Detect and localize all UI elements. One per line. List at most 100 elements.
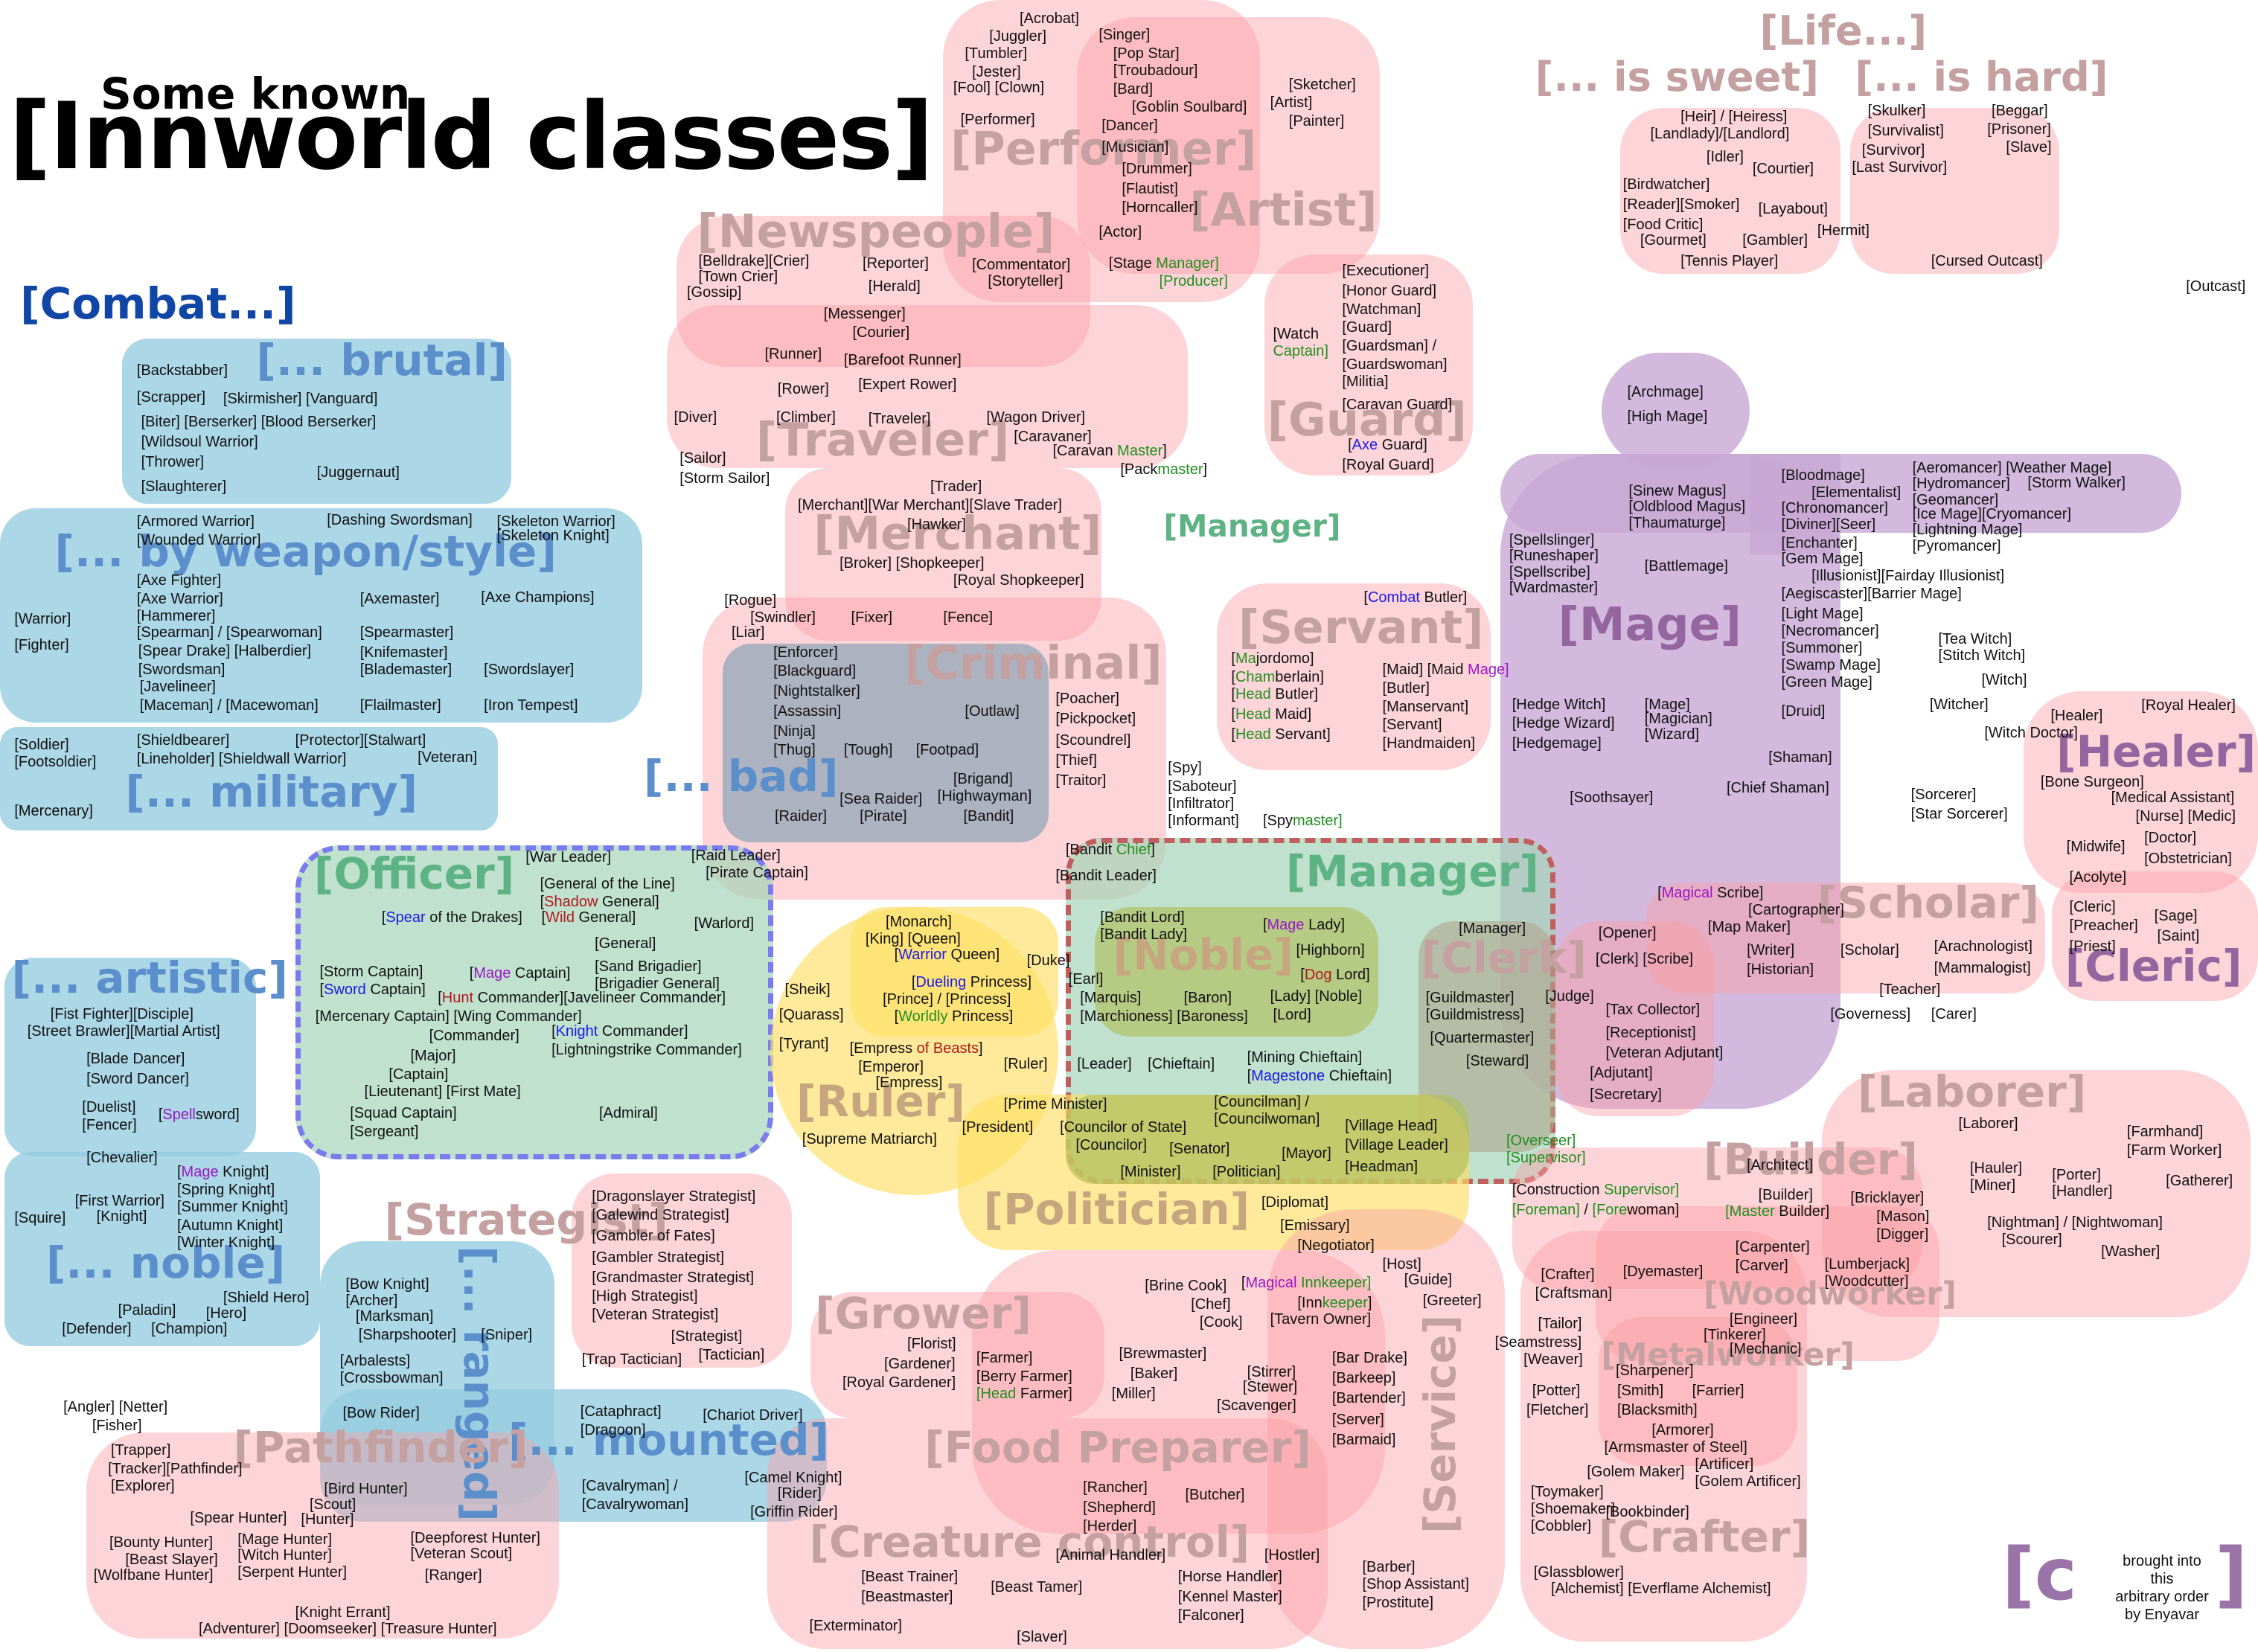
class-label: [Sailor]	[679, 449, 726, 467]
class-label: [Judge]	[1545, 988, 1594, 1005]
class-label: [Armored Warrior]	[136, 513, 255, 530]
class-label-part: [Stage	[1108, 255, 1157, 272]
class-label: [Militia]	[1342, 374, 1389, 391]
class-label: [Sniper]	[481, 1327, 533, 1344]
class-label: [Watch	[1273, 326, 1319, 343]
region-bad	[723, 643, 1049, 842]
class-label: [Woodcutter]	[1824, 1273, 1909, 1290]
class-label: [Crossbowman]	[339, 1370, 444, 1387]
class-label-part: Innkeeper]	[1296, 1275, 1372, 1292]
class-label: [Head Farmer]	[976, 1386, 1072, 1401]
class-label: [Obstetrician]	[2144, 850, 2232, 867]
class-label: [Axe Guard]	[1348, 438, 1427, 452]
region-monarch	[849, 907, 1059, 1037]
class-label: [Seamstress]	[1494, 1334, 1582, 1351]
class-label: [Artificer]	[1695, 1456, 1754, 1473]
class-label: [Chieftain]	[1148, 1056, 1215, 1073]
class-label: [Tavern Owner]	[1270, 1310, 1372, 1328]
class-label: [Hunter]	[301, 1511, 354, 1528]
class-label: [General]	[595, 935, 656, 952]
class-label: [Hedge Witch]	[1512, 696, 1606, 713]
class-label: [Carver]	[1735, 1258, 1788, 1275]
class-label: [Highwayman]	[937, 788, 1032, 805]
class-label-part: [	[469, 965, 474, 982]
category-heading: [Builder]	[1704, 1133, 1918, 1185]
class-label: [Guildmistress]	[1425, 1007, 1524, 1024]
class-label: [Witcher]	[1929, 696, 1989, 713]
class-label: [Blade Dancer]	[86, 1050, 185, 1067]
credit-line: brought into this	[2123, 1553, 2201, 1587]
class-label: [Shepherd]	[1083, 1499, 1156, 1517]
class-label: [Hostler]	[1264, 1547, 1320, 1564]
class-label: [Lightning Mage]	[1912, 522, 2023, 539]
class-label: [Dueling Princess]	[912, 975, 1032, 990]
class-label-part: Butler]	[1419, 589, 1468, 606]
class-label: [Armorer]	[1651, 1421, 1714, 1438]
class-label-part: Worldly	[898, 1008, 948, 1025]
category-heading: [Life...]	[1759, 7, 1928, 55]
class-label: [Survivalist]	[1867, 123, 1944, 140]
class-label: [Brine Cook]	[1145, 1278, 1227, 1295]
class-label: [Shoemaker]	[1530, 1501, 1616, 1518]
class-label: [General of the Line]	[540, 876, 675, 893]
class-label: [Quarass]	[778, 1007, 844, 1024]
class-label-part: Commander][Javelineer Commander]	[473, 990, 726, 1007]
class-label: [Sergeant]	[350, 1124, 419, 1141]
class-label: [Gambler Strategist]	[592, 1249, 725, 1266]
class-label: [Juggernaut]	[316, 464, 400, 481]
class-label: [Raider]	[775, 808, 828, 825]
class-label: [Spearman] / [Spearwoman]	[136, 624, 322, 641]
class-label: [Survivor]	[1861, 141, 1925, 159]
class-label: [Miller]	[1111, 1386, 1156, 1403]
class-label: [Painter]	[1288, 112, 1345, 129]
class-label: [Falconer]	[1177, 1607, 1244, 1624]
class-label: [Wildsoul Warrior]	[141, 434, 258, 451]
class-label: [Lightningstrike Commander]	[551, 1041, 742, 1058]
class-label: [Bandit Lord]	[1100, 909, 1185, 926]
class-label: [Guardsman] /	[1342, 337, 1437, 354]
class-label: [Veteran Strategist]	[592, 1306, 719, 1323]
class-label: [Maceman] / [Macewoman]	[139, 697, 319, 714]
class-label: [Bloodmage]	[1781, 467, 1865, 484]
category-heading: [Performer]	[950, 122, 1257, 176]
class-label: [Saint]	[2157, 928, 2200, 945]
category-heading: [... ranged]	[454, 1245, 505, 1522]
class-label: [Steward]	[1465, 1053, 1529, 1070]
class-label: [Dragonslayer Strategist]	[592, 1188, 756, 1206]
category-heading: [Crafter]	[1598, 1511, 1811, 1562]
class-label: [Weaver]	[1523, 1351, 1583, 1368]
class-label: [Tumbler]	[965, 45, 1028, 62]
class-label: [Pirate Captain]	[706, 864, 808, 881]
class-label-part: [	[1348, 437, 1352, 454]
class-label: [Spellslinger]	[1509, 531, 1595, 548]
class-label: [Rancher]	[1083, 1479, 1148, 1496]
class-label: [Tactician]	[698, 1347, 765, 1364]
class-label: [Trapper]	[110, 1441, 171, 1459]
class-label: [Assassin]	[773, 703, 842, 720]
class-label: [Bandit]	[963, 808, 1014, 825]
class-label: [Carer]	[1931, 1005, 1977, 1022]
class-label: [Golem Artificer]	[1695, 1473, 1801, 1491]
class-label: [Marchioness] [Baroness]	[1080, 1008, 1248, 1025]
class-label: [Exterminator]	[809, 1617, 902, 1634]
class-label-part: General]	[598, 893, 659, 910]
class-label: [Barber]	[1362, 1558, 1416, 1575]
class-label: [Spearmaster]	[359, 624, 454, 641]
class-label: [Handmaiden]	[1382, 734, 1476, 752]
class-label-part: [Overseer]	[1506, 1132, 1576, 1149]
class-label: [Spymaster]	[1263, 813, 1343, 828]
category-heading: [... by weapon/style]	[54, 526, 557, 577]
class-label: [Map Maker]	[1707, 919, 1791, 936]
class-label: [Ninja]	[773, 723, 816, 740]
class-label: [Scourer]	[2001, 1232, 2062, 1249]
class-label-part: ]	[1151, 841, 1155, 858]
class-label: [Thrower]	[141, 454, 205, 471]
class-label: [Hedge Wizard]	[1512, 714, 1615, 731]
class-label: [Hedgemage]	[1512, 734, 1602, 752]
class-label: [Diplomat]	[1261, 1194, 1329, 1211]
class-label: [Veteran Scout]	[410, 1546, 513, 1563]
class-label: [Spear of the Drakes]	[382, 910, 522, 925]
class-label: [Layabout]	[1758, 200, 1828, 217]
region-mage-body	[1500, 453, 1840, 1109]
class-label: [Shieldbearer]	[136, 731, 230, 749]
